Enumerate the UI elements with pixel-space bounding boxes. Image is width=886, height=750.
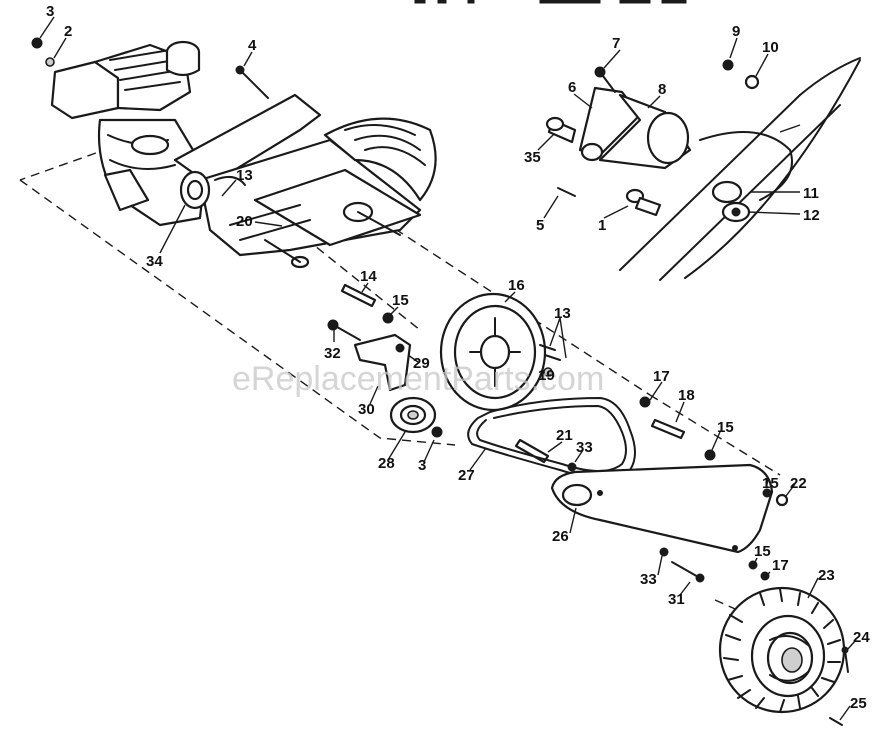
callout-22: 22 — [790, 475, 807, 492]
callout-26: 26 — [552, 528, 569, 545]
callout-15d: 15 — [754, 543, 771, 560]
callout-9: 9 — [732, 23, 740, 40]
callout-6: 6 — [568, 79, 576, 96]
callout-29: 29 — [413, 355, 430, 372]
callout-14: 14 — [360, 268, 377, 285]
wheel-23 — [718, 586, 846, 714]
callout-32: 32 — [324, 345, 341, 362]
detail-inset — [545, 57, 861, 281]
callout-1: 1 — [598, 217, 606, 234]
callout-21: 21 — [556, 427, 573, 444]
callout-28: 28 — [378, 455, 395, 472]
leader-lines — [39, 16, 857, 721]
callout-10: 10 — [762, 39, 779, 56]
chassis-frame — [173, 65, 437, 269]
callout-17b: 17 — [772, 557, 789, 574]
callout-24: 24 — [853, 629, 870, 646]
bracket-29-30 — [327, 319, 412, 392]
callout-3b: 3 — [418, 457, 426, 474]
wheel-pin-24-clip-25 — [829, 646, 849, 726]
callout-35: 35 — [524, 149, 541, 166]
bolt-31 — [659, 547, 705, 583]
callout-33: 33 — [576, 439, 593, 456]
callout-13: 13 — [236, 167, 253, 184]
belt-guard-26 — [550, 463, 789, 581]
callout-20: 20 — [236, 213, 253, 230]
callout-15b: 15 — [717, 419, 734, 436]
callout-13b: 13 — [554, 305, 571, 322]
callout-8: 8 — [658, 81, 666, 98]
engine — [31, 37, 207, 227]
callout-23: 23 — [818, 567, 835, 584]
callout-31: 31 — [668, 591, 685, 608]
shafts-pins — [340, 283, 716, 472]
callout-15c: 15 — [762, 475, 779, 492]
callout-30: 30 — [358, 401, 375, 418]
callout-17: 17 — [653, 368, 670, 385]
engine-pulley-34 — [179, 170, 246, 210]
watermark: eReplacementParts.com — [232, 360, 604, 398]
callout-3: 3 — [46, 3, 54, 20]
callout-5: 5 — [536, 217, 544, 234]
callout-27: 27 — [458, 467, 475, 484]
idler-pulley-28 — [389, 396, 443, 438]
callout-labels: 3 2 4 7 6 8 9 10 35 5 1 11 12 13 20 34 1… — [46, 3, 870, 712]
callout-15: 15 — [392, 292, 409, 309]
callout-7: 7 — [612, 35, 620, 52]
callout-34: 34 — [146, 253, 163, 270]
callout-2: 2 — [64, 23, 72, 40]
top-header-fragment — [414, 0, 687, 4]
pulley-16 — [439, 292, 547, 412]
callout-19: 19 — [538, 367, 555, 384]
callout-25: 25 — [850, 695, 867, 712]
callout-16: 16 — [508, 277, 525, 294]
callout-4: 4 — [248, 37, 257, 54]
callout-12: 12 — [803, 207, 820, 224]
callout-18: 18 — [678, 387, 695, 404]
callout-33b: 33 — [640, 571, 657, 588]
callout-11: 11 — [803, 185, 819, 202]
